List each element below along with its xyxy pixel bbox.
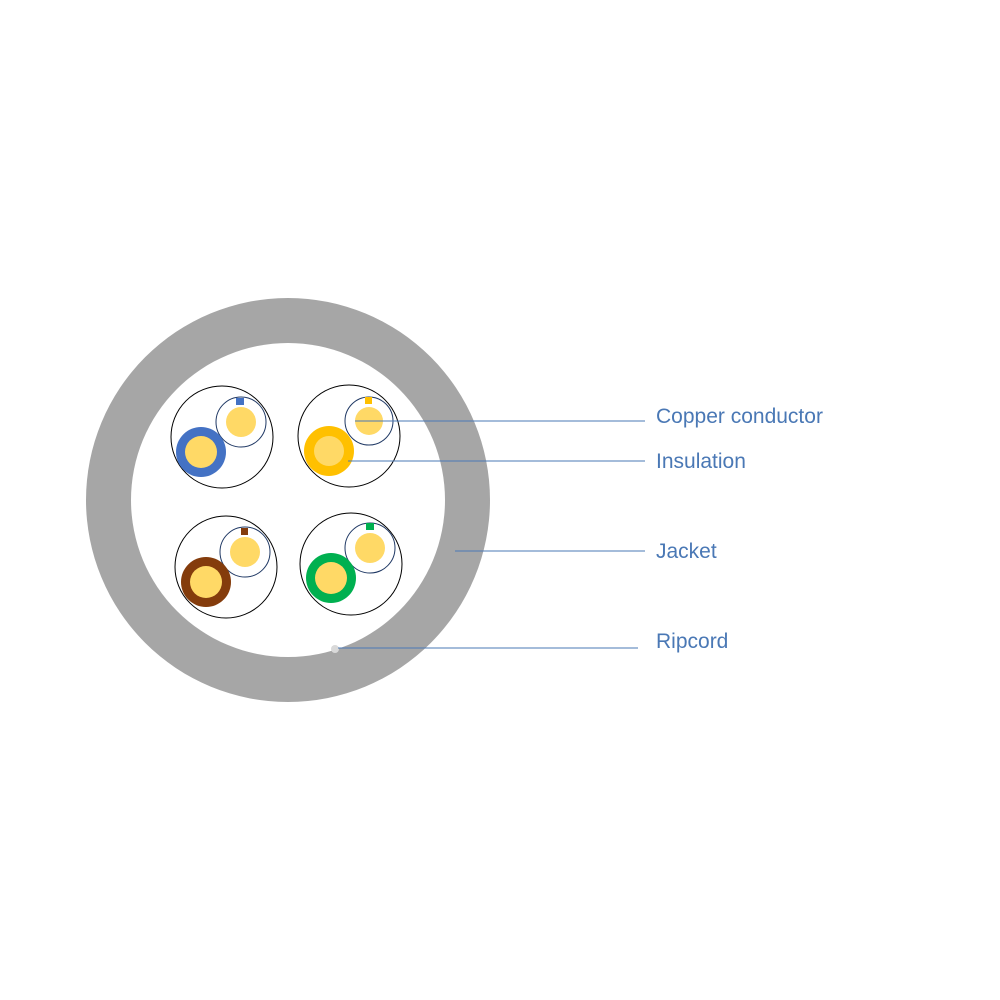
copper-conductor bbox=[226, 407, 256, 437]
stripe-marker bbox=[366, 523, 374, 530]
copper-conductor bbox=[190, 566, 222, 598]
insulation-label: Insulation bbox=[656, 450, 746, 473]
pair-outline bbox=[170, 385, 274, 489]
copper-conductor bbox=[315, 562, 347, 594]
ripcord bbox=[331, 645, 339, 653]
copper-conductor bbox=[314, 436, 344, 466]
copper-conductor bbox=[230, 537, 260, 567]
copper-conductor bbox=[355, 533, 385, 563]
brown-pair bbox=[174, 515, 278, 619]
stripe-marker bbox=[241, 528, 248, 535]
copper-conductor-label: Copper conductor bbox=[656, 405, 823, 428]
pair-outline bbox=[297, 384, 401, 488]
pair-outline bbox=[299, 512, 403, 616]
stripe-marker bbox=[365, 397, 372, 404]
copper-conductor bbox=[185, 436, 217, 468]
jacket-label: Jacket bbox=[656, 540, 717, 563]
cable-interior bbox=[131, 343, 445, 657]
ripcord-label: Ripcord bbox=[656, 630, 728, 653]
blue-pair bbox=[170, 385, 274, 489]
pair-outline bbox=[174, 515, 278, 619]
stripe-marker bbox=[236, 398, 244, 405]
green-pair bbox=[299, 512, 403, 616]
